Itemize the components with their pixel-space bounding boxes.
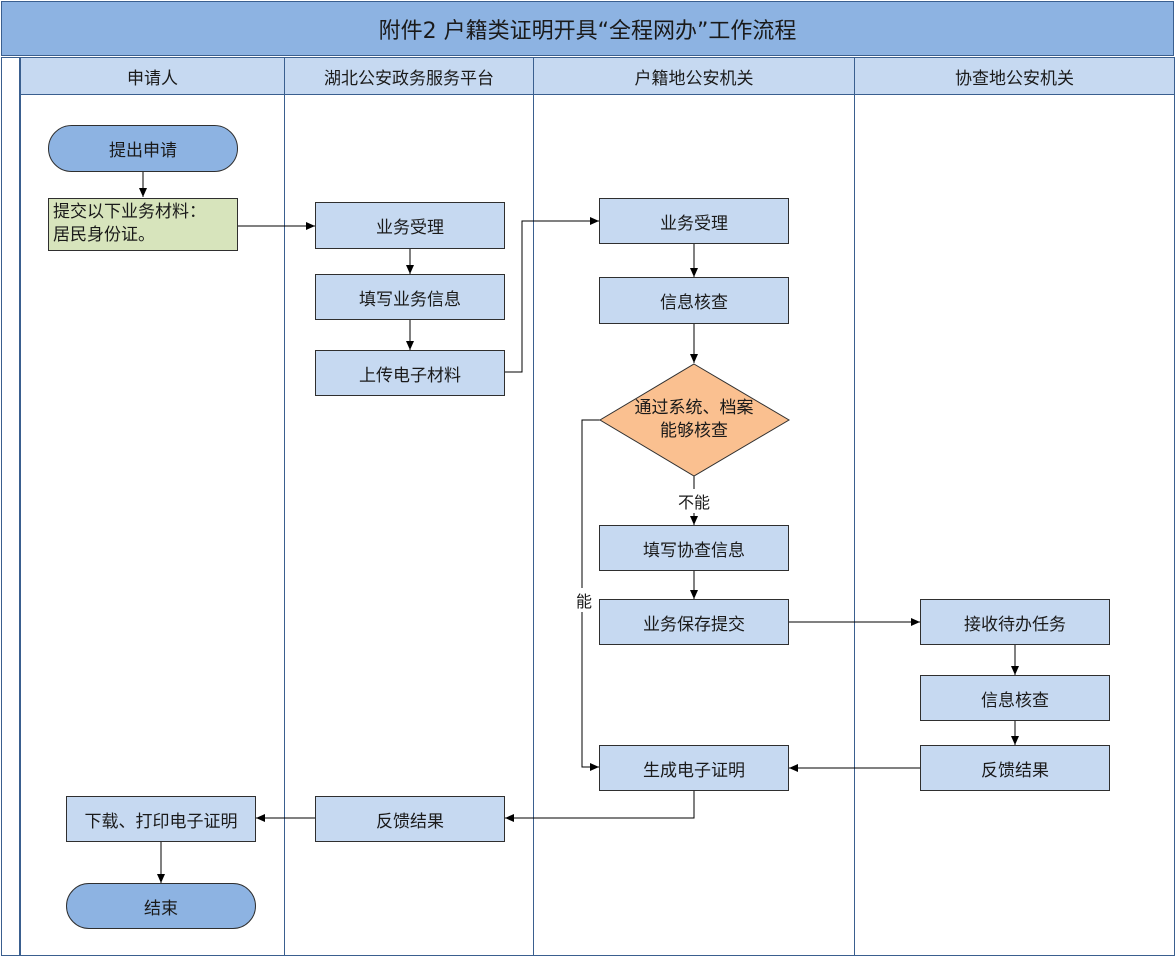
- platform-fill-info-box: 填写业务信息: [315, 274, 505, 320]
- end-terminal: 结束: [66, 883, 256, 929]
- decision-line-2: 能够核查: [660, 421, 728, 441]
- decision-text: 通过系统、档案 能够核查: [600, 392, 788, 448]
- start-terminal: 提出申请: [48, 125, 238, 172]
- save-submit-box: 业务保存提交: [599, 599, 789, 645]
- assist-receive-box: 接收待办任务: [920, 599, 1110, 645]
- decision-diamond: [599, 363, 790, 477]
- materials-line-1: 提交以下业务材料：: [53, 202, 206, 222]
- arrow-generate-to-platform-feedback: [505, 791, 695, 822]
- platform-upload-box: 上传电子材料: [315, 350, 505, 396]
- platform-feedback-box: 反馈结果: [315, 796, 505, 842]
- lane-header-household-police: 户籍地公安机关: [533, 57, 855, 95]
- assist-feedback-box: 反馈结果: [920, 745, 1110, 791]
- materials-note: 提交以下业务材料： 居民身份证。: [48, 198, 238, 251]
- left-margin-strip: [1, 57, 20, 956]
- materials-line-2: 居民身份证。: [53, 225, 155, 245]
- platform-accept-box: 业务受理: [315, 202, 505, 249]
- download-print-box: 下载、打印电子证明: [66, 796, 256, 842]
- assist-check-box: 信息核查: [920, 675, 1110, 721]
- yes-branch-label: 能: [575, 588, 594, 612]
- household-accept-box: 业务受理: [599, 198, 789, 244]
- lane-header-platform: 湖北公安政务服务平台: [284, 57, 534, 95]
- lane-header-assist-police: 协查地公安机关: [854, 57, 1175, 95]
- no-branch-label: 不能: [677, 489, 712, 513]
- arrow-upload-to-household: [505, 217, 599, 373]
- generate-certificate-box: 生成电子证明: [599, 745, 789, 791]
- household-check-box: 信息核查: [599, 277, 789, 324]
- decision-line-1: 通过系统、档案: [634, 398, 754, 418]
- page-title: 附件2 户籍类证明开具“全程网办”工作流程: [1, 1, 1174, 56]
- lane-assist-police: [854, 95, 1175, 956]
- fill-assist-info-box: 填写协查信息: [599, 525, 789, 571]
